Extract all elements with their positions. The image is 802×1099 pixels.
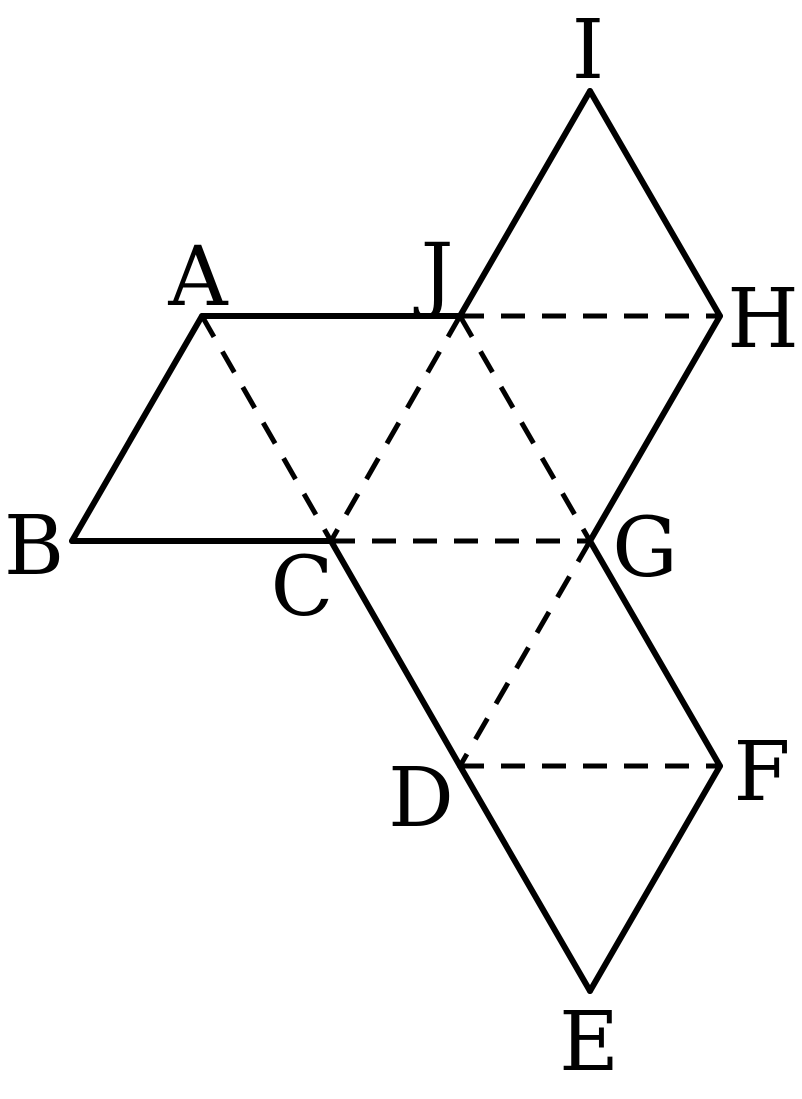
fold-A-C — [199, 314, 334, 543]
fold-J-C — [328, 314, 463, 543]
label-G: G — [612, 501, 678, 596]
label-J: J — [414, 227, 454, 322]
label-D: D — [388, 751, 454, 846]
edge-E-F — [587, 763, 723, 994]
fold-G-D — [457, 539, 593, 768]
label-I: I — [572, 3, 604, 98]
edge-F-G — [587, 538, 723, 769]
edge-H-I — [587, 88, 723, 319]
edge-A-B — [69, 313, 205, 544]
label-A: A — [167, 230, 229, 325]
fold-J-G — [457, 314, 593, 543]
label-C: C — [271, 540, 334, 635]
vertex-labels: A B C D E F G H I J — [4, 3, 799, 1090]
edge-G-H — [587, 313, 723, 544]
dashed-edges — [199, 313, 720, 769]
label-B: B — [4, 499, 64, 594]
solid-edges — [69, 88, 723, 994]
edge-D-E — [457, 763, 593, 994]
label-H: H — [727, 272, 799, 367]
label-F: F — [734, 725, 791, 820]
edge-C-D — [328, 538, 463, 769]
label-E: E — [559, 995, 619, 1090]
edge-I-J — [457, 88, 593, 319]
